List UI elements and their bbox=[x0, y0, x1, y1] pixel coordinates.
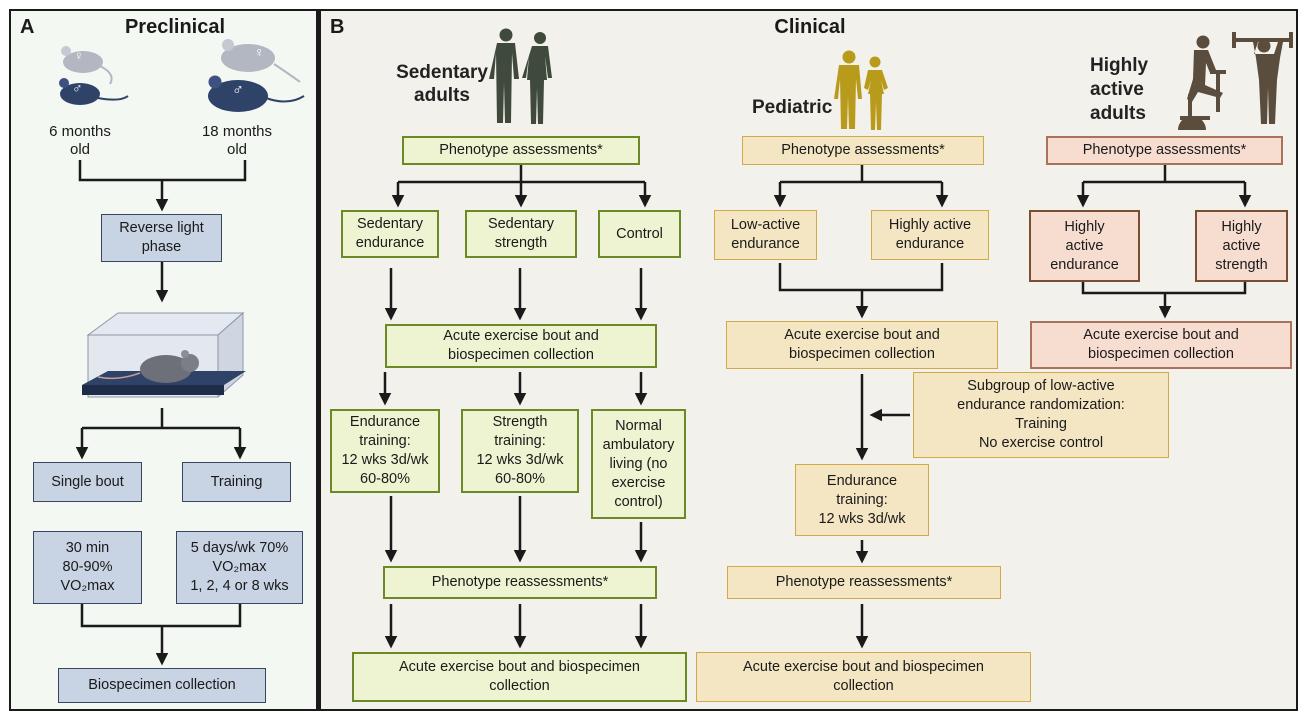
mouse-pair-old-icon bbox=[208, 39, 305, 112]
single-bout-detail-box: 30 min 80-90% VO₂max bbox=[33, 531, 142, 604]
pediatric-reassess-box: Phenotype reassessments* bbox=[727, 566, 1001, 599]
age-label-young: 6 months old bbox=[49, 123, 111, 158]
female-mouse-young-icon bbox=[61, 46, 113, 85]
male-symbol-old: ♂ bbox=[232, 82, 244, 99]
male-mouse-old-icon bbox=[208, 75, 305, 112]
pediatric-phenotype-box: Phenotype assessments* bbox=[742, 136, 984, 165]
male-symbol-young: ♂ bbox=[72, 80, 83, 96]
sedentary-phenotype-box: Phenotype assessments* bbox=[402, 136, 640, 165]
sedentary-reassess-box: Phenotype reassessments* bbox=[383, 566, 657, 599]
panel-a-title: Preclinical bbox=[124, 16, 226, 38]
panel-a-label: A bbox=[20, 16, 35, 38]
pediatric-figure-icon bbox=[834, 50, 888, 130]
pediatric-endurance-training-box: Endurance training: 12 wks 3d/wk bbox=[795, 464, 929, 536]
sedentary-acute-box: Acute exercise bout and biospecimen coll… bbox=[385, 324, 657, 368]
female-symbol-young: ♀ bbox=[74, 48, 84, 63]
endurance-training-box: Endurance training: 12 wks 3d/wk 60-80% bbox=[330, 409, 440, 493]
female-symbol-old: ♀ bbox=[254, 44, 265, 60]
highly-active-adults-figure-icon bbox=[1178, 32, 1293, 130]
highly-active-adults-title: Highly active adults bbox=[1090, 55, 1149, 124]
sedentary-adults-title: Sedentary adults bbox=[396, 62, 488, 106]
strength-training-box: Strength training: 12 wks 3d/wk 60-80% bbox=[461, 409, 579, 493]
mouse-pair-young-icon bbox=[59, 46, 129, 105]
training-detail-box: 5 days/wk 70% VO₂max 1, 2, 4 or 8 wks bbox=[176, 531, 303, 604]
sedentary-final-box: Acute exercise bout and biospecimen coll… bbox=[352, 652, 687, 702]
panel-b-title: Clinical bbox=[774, 16, 846, 38]
sedentary-adults-figure-icon bbox=[489, 28, 552, 124]
normal-ambulatory-box: Normal ambulatory living (no exercise co… bbox=[591, 409, 686, 519]
sedentary-strength-box: Sedentary strength bbox=[465, 210, 577, 258]
highly-active-endurance-adult-box: Highly active endurance bbox=[1029, 210, 1140, 282]
reverse-light-box: Reverse light phase bbox=[101, 214, 222, 262]
active-acute-box: Acute exercise bout and biospecimen coll… bbox=[1030, 321, 1292, 369]
age-label-old: 18 months old bbox=[201, 123, 273, 158]
treadmill-cage-icon bbox=[82, 311, 246, 399]
highly-active-endurance-box: Highly active endurance bbox=[871, 210, 989, 260]
biospecimen-collection-box: Biospecimen collection bbox=[58, 668, 266, 703]
sedentary-endurance-box: Sedentary endurance bbox=[341, 210, 439, 258]
panel-b-label: B bbox=[330, 16, 345, 38]
single-bout-box: Single bout bbox=[33, 462, 142, 502]
low-active-endurance-box: Low-active endurance bbox=[714, 210, 817, 260]
highly-active-strength-box: Highly active strength bbox=[1195, 210, 1288, 282]
pediatric-final-box: Acute exercise bout and biospecimen coll… bbox=[696, 652, 1031, 702]
active-phenotype-box: Phenotype assessments* bbox=[1046, 136, 1283, 165]
training-box: Training bbox=[182, 462, 291, 502]
male-mouse-young-icon bbox=[59, 78, 129, 105]
subgroup-randomization-box: Subgroup of low-active endurance randomi… bbox=[913, 372, 1169, 458]
sedentary-control-box: Control bbox=[598, 210, 681, 258]
pediatric-title: Pediatric bbox=[752, 97, 833, 118]
pediatric-acute-box: Acute exercise bout and biospecimen coll… bbox=[726, 321, 998, 369]
female-mouse-old-icon bbox=[221, 39, 301, 83]
